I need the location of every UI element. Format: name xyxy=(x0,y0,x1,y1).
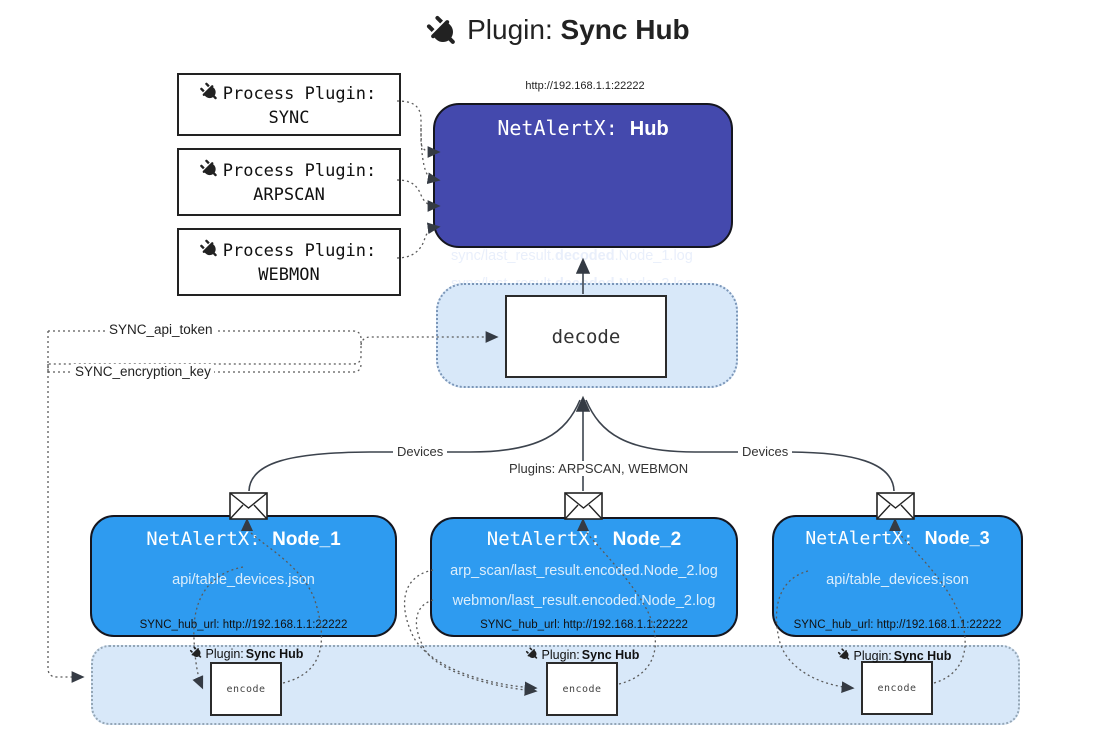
band-plugin-label: Plugin: Sync Hub xyxy=(483,647,683,663)
encode-box: encode xyxy=(546,662,618,716)
plug-icon xyxy=(421,9,466,54)
node-hub-url: SYNC_hub_url: http://192.168.1.1:22222 xyxy=(480,619,688,631)
title-prefix: Plugin: xyxy=(467,14,561,45)
plug-icon xyxy=(196,78,226,108)
node-title: NetAlertX: Node_3 xyxy=(805,528,990,549)
envelope-icon xyxy=(876,492,915,520)
node-file: webmon/last_result.encoded.Node_2.log xyxy=(452,593,716,609)
node-3-box: NetAlertX: Node_3 api/table_devices.json… xyxy=(772,515,1023,637)
process-plugin-name: ARPSCAN xyxy=(253,185,325,205)
node-title: NetAlertX: Node_1 xyxy=(146,528,341,550)
plug-icon xyxy=(835,646,856,667)
devices-edge-label-right: Devices xyxy=(738,444,793,459)
plug-icon xyxy=(196,156,226,186)
hub-url-label: http://192.168.1.1:22222 xyxy=(525,80,645,92)
plug-icon xyxy=(523,645,544,666)
title-name: Sync Hub xyxy=(560,14,690,45)
node-title: NetAlertX: Node_2 xyxy=(486,528,682,550)
process-plugin-name: WEBMON xyxy=(258,265,320,285)
process-plugin-webmon: Process Plugin: WEBMON xyxy=(177,228,401,296)
node-hub-url: SYNC_hub_url: http://192.168.1.1:22222 xyxy=(139,619,348,631)
node-1-box: NetAlertX: Node_1 api/table_devices.json… xyxy=(90,515,397,637)
band-plugin-label: Plugin: Sync Hub xyxy=(795,648,995,664)
band-plugin-label: Plugin: Sync Hub xyxy=(147,646,347,662)
node-hub-url: SYNC_hub_url: http://192.168.1.1:22222 xyxy=(793,619,1002,631)
node-file: api/table_devices.json xyxy=(826,572,969,588)
plug-icon xyxy=(187,644,208,665)
process-plugin-label: Process Plugin: xyxy=(222,241,377,261)
node-file: arp_scan/last_result.encoded.Node_2.log xyxy=(450,563,718,579)
process-plugin-name: SYNC xyxy=(268,107,310,128)
node-2-box: NetAlertX: Node_2 arp_scan/last_result.e… xyxy=(430,517,738,637)
page-title: Plugin: Sync Hub xyxy=(0,14,1117,48)
encode-box: encode xyxy=(210,662,282,716)
plugins-edge-label: Plugins: ARPSCAN, WEBMON xyxy=(505,461,693,476)
sync-api-token-label: SYNC_api_token xyxy=(106,322,216,337)
devices-edge-label-left: Devices xyxy=(393,444,448,459)
decode-box: decode xyxy=(505,295,667,378)
plug-icon xyxy=(196,236,226,266)
node-file: api/table_devices.json xyxy=(172,572,315,588)
process-plugin-sync: Process Plugin: SYNC xyxy=(177,73,401,136)
process-plugin-arpscan: Process Plugin: ARPSCAN xyxy=(177,148,401,216)
hub-title: NetAlertX: Hub xyxy=(497,116,669,140)
envelope-icon xyxy=(564,492,603,520)
process-plugin-label: Process Plugin: xyxy=(222,83,377,104)
process-plugin-label: Process Plugin: xyxy=(222,161,377,181)
sync-encryption-key-label: SYNC_encryption_key xyxy=(72,364,214,379)
hub-log-entry: sync/last_result.decoded.Node_1.log xyxy=(451,248,693,264)
hub-box: NetAlertX: Hub sync/last_result.decoded.… xyxy=(433,103,733,339)
encode-box: encode xyxy=(861,661,933,715)
envelope-icon xyxy=(229,492,268,520)
